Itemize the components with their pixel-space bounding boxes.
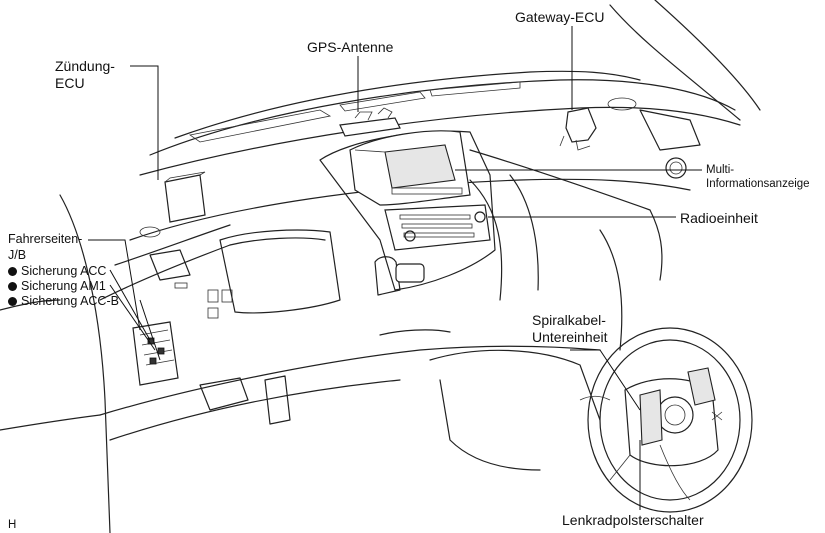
label-gateway-ecu: Gateway-ECU bbox=[515, 9, 605, 25]
label-multi-line1: Multi- bbox=[706, 164, 735, 176]
label-gps-antenne: GPS-Antenne bbox=[307, 39, 394, 55]
label-spiralkabel-line2: Untereinheit bbox=[532, 329, 608, 345]
bullet-dot-icon bbox=[8, 296, 17, 306]
label-fahrerseiten-line1: Fahrerseiten- bbox=[8, 232, 83, 246]
label-multi-line2: Informationsanzeige bbox=[706, 178, 810, 190]
label-zuendung-ecu-line2: ECU bbox=[55, 75, 85, 91]
bullet-sicherung-acc: Sicherung ACC bbox=[8, 264, 106, 278]
bullet-dot-icon bbox=[8, 281, 17, 291]
dashboard-outline bbox=[0, 0, 761, 533]
label-spiralkabel-line1: Spiralkabel- bbox=[532, 312, 606, 328]
gateway-ecu-shape bbox=[559, 107, 597, 151]
ignition-ecu-shape bbox=[164, 171, 206, 223]
label-lenkradpolsterschalter: Lenkradpolsterschalter bbox=[562, 512, 704, 528]
bullet-sicherung-am1: Sicherung AM1 bbox=[8, 279, 106, 293]
bullet-dot-icon bbox=[8, 266, 17, 276]
steering-wheel-inset bbox=[579, 327, 753, 513]
label-sicherung-am1: Sicherung AM1 bbox=[21, 279, 106, 293]
bullet-sicherung-accb: Sicherung ACC-B bbox=[8, 294, 119, 308]
junction-block-shape bbox=[132, 321, 179, 386]
label-zuendung-ecu-line1: Zündung- bbox=[55, 58, 115, 74]
gps-antenna-shape bbox=[339, 107, 401, 137]
corner-mark: H bbox=[8, 519, 17, 531]
leader-lines bbox=[88, 26, 702, 510]
label-fahrerseiten-line2: J/B bbox=[8, 248, 27, 262]
label-sicherung-accb: Sicherung ACC-B bbox=[21, 294, 119, 308]
label-sicherung-acc: Sicherung ACC bbox=[21, 264, 107, 278]
label-radioeinheit: Radioeinheit bbox=[680, 210, 758, 226]
